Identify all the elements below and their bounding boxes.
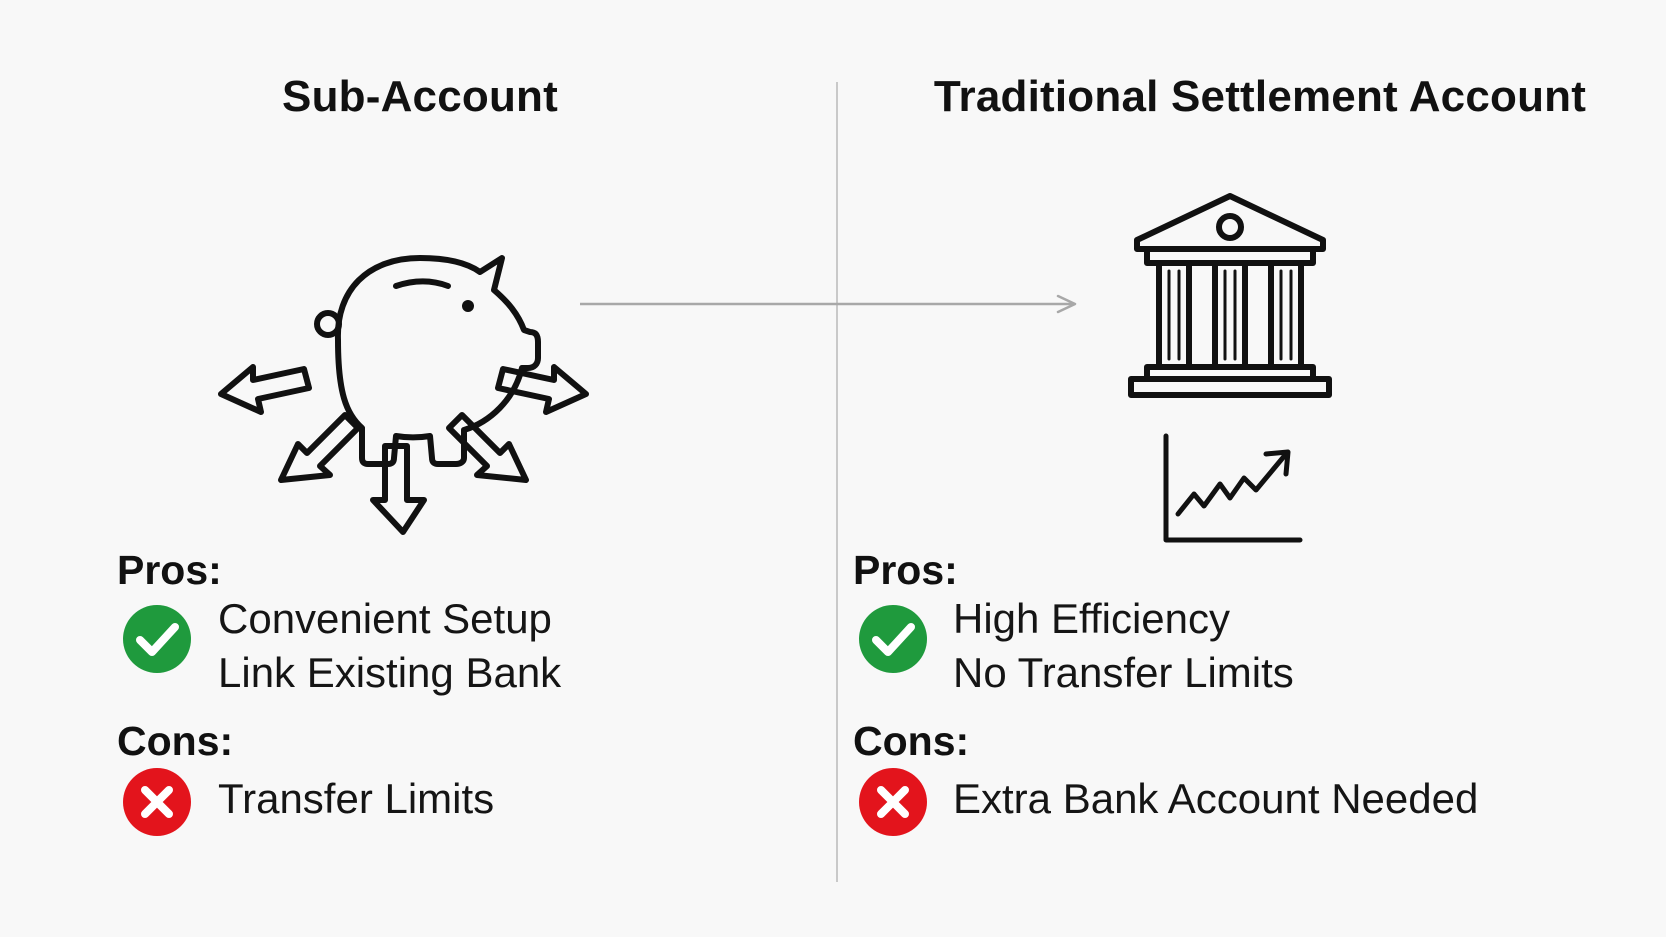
settlement-pros-heading: Pros: [853,547,958,593]
settlement-cons-list: Extra Bank Account Needed [953,772,1478,826]
sub-account-title: Sub-Account [282,72,558,121]
panel-divider [836,82,838,882]
list-item: Convenient Setup [218,595,552,642]
sub-account-pros-heading: Pros: [117,547,222,593]
list-item: High Efficiency [953,595,1231,642]
list-item: No Transfer Limits [953,649,1294,696]
check-circle-icon [123,605,191,673]
settlement-pros-list: High Efficiency No Transfer Limits [953,592,1294,700]
list-item: Transfer Limits [218,775,495,822]
list-item: Extra Bank Account Needed [953,775,1479,822]
cross-circle-icon [123,768,191,836]
sub-account-cons-list: Transfer Limits [218,772,494,826]
piggy-bank-distribution-icon [218,255,589,535]
bank-building-icon [1128,193,1332,398]
check-circle-icon [859,605,927,673]
connector-arrow [580,294,1077,314]
list-item: Link Existing Bank [218,649,562,696]
cross-circle-icon [859,768,927,836]
traditional-settlement-title: Traditional Settlement Account [933,72,1587,121]
settlement-cons-heading: Cons: [853,718,970,764]
upward-trend-chart-icon [1163,433,1303,543]
sub-account-cons-heading: Cons: [117,718,234,764]
sub-account-pros-list: Convenient Setup Link Existing Bank [218,592,561,700]
